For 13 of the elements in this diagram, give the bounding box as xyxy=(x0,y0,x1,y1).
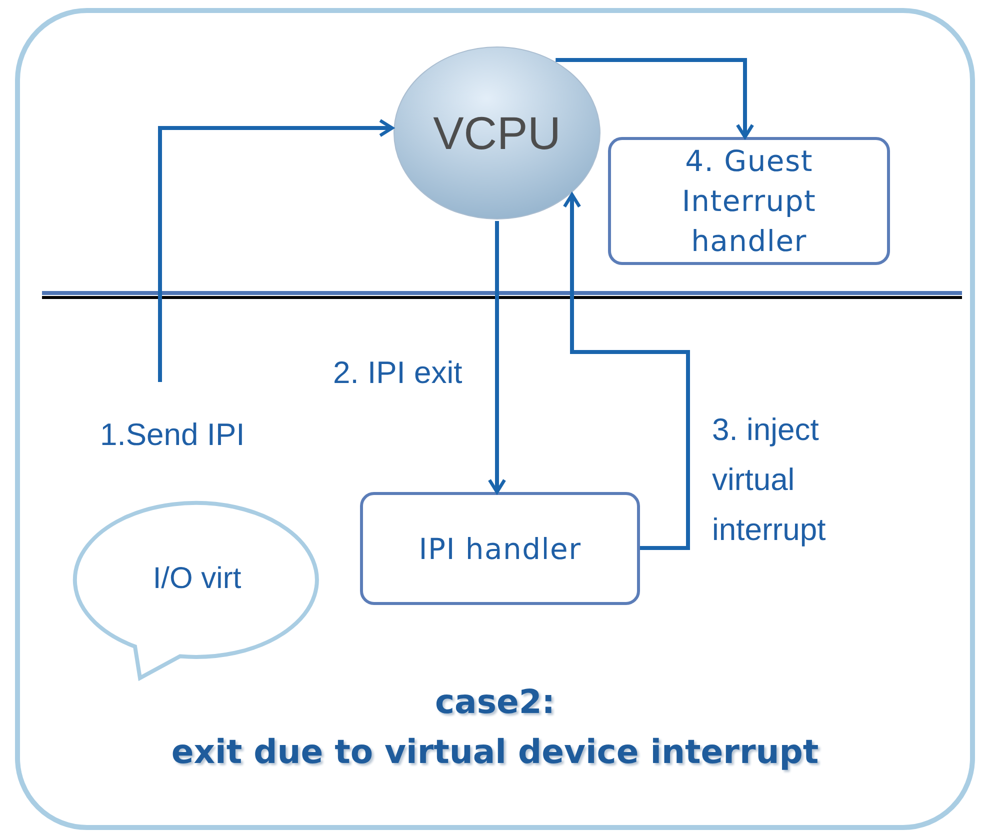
handler-box xyxy=(360,492,640,605)
node-label: I/O virt xyxy=(152,560,242,596)
node-label: 4. Guest Interrupt handler xyxy=(680,143,818,260)
arrow xyxy=(556,58,754,139)
slide-frame xyxy=(15,8,975,830)
node-label: IPI handler xyxy=(418,530,582,568)
arrow xyxy=(488,221,506,494)
arrow xyxy=(158,118,394,382)
arrow xyxy=(562,192,690,550)
node-label: VCPU xyxy=(433,106,561,160)
caption-text: exit due to virtual device interrupt xyxy=(170,731,820,773)
caption-text: case2: xyxy=(434,681,556,723)
handler-box xyxy=(608,137,890,265)
